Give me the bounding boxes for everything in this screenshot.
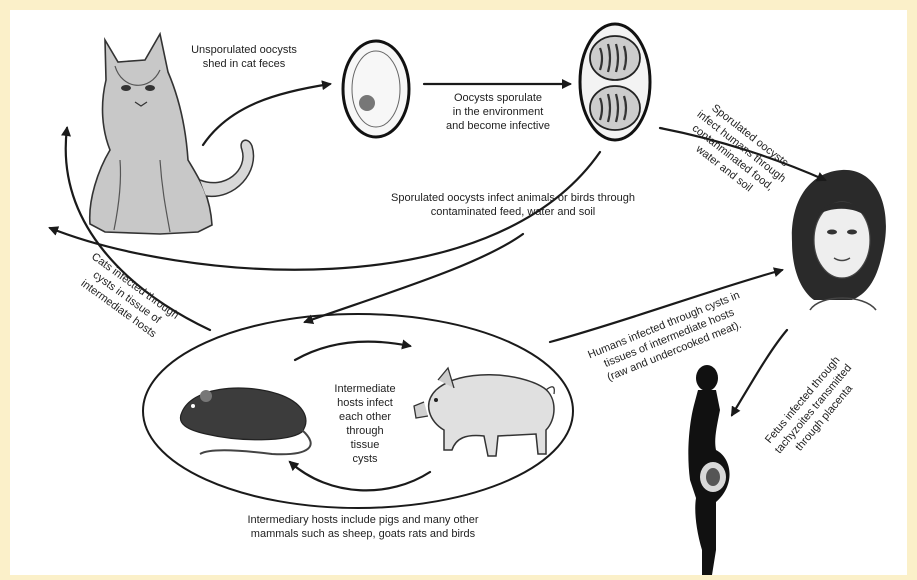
label-line: tachyzoites transmitted	[773, 362, 855, 456]
label-line: hosts infect	[337, 397, 393, 409]
arrow-oocyst-to-intermediate-hosts	[305, 234, 523, 322]
woman-illustration	[792, 170, 886, 310]
arrow-intermediate-to-human	[550, 270, 782, 342]
arrow-cat-to-oocyst	[203, 84, 330, 145]
pregnant-woman-silhouette	[688, 365, 729, 575]
humans-oocyst-infection-label: Sporulated oocysts infect humans through…	[677, 97, 796, 207]
label-line: Unsporulated oocysts	[191, 44, 297, 56]
label-line: shed in cat feces	[203, 58, 286, 70]
cats-infected-label: Cats infected through cysts in tissue of…	[73, 251, 181, 345]
pig-illustration	[414, 368, 554, 456]
label-line: Intermediate	[334, 383, 395, 395]
label-line: and become infective	[446, 120, 550, 132]
label-line: Sporulated oocysts infect animals or bir…	[391, 192, 635, 204]
humans-cyst-infection-label: Humans infected through cysts in tissues…	[586, 289, 752, 387]
toxoplasma-life-cycle-diagram: Unsporulated oocysts shed in cat feces O…	[10, 10, 907, 575]
unsporulated-oocysts-label: Unsporulated oocysts shed in cat feces	[191, 44, 297, 70]
unsporulated-oocyst	[343, 41, 409, 137]
label-line: mammals such as sheep, goats rats and bi…	[251, 528, 476, 540]
rat-illustration	[180, 388, 310, 454]
label-line: in the environment	[453, 106, 544, 118]
label-line: Oocysts sporulate	[454, 92, 542, 104]
arrow-pig-to-rat	[290, 462, 430, 490]
label-line: contaminated feed, water and soil	[431, 206, 596, 218]
fetus-infection-label: Fetus infected through tachyzoites trans…	[762, 353, 865, 465]
animals-birds-infection-label: Sporulated oocysts infect animals or bir…	[391, 192, 635, 218]
intermediate-hosts-label: Intermediate hosts infect each other thr…	[334, 383, 395, 465]
label-line: Intermediary hosts include pigs and many…	[247, 514, 478, 526]
arrow-human-to-fetus	[732, 330, 787, 415]
label-line: cysts	[352, 453, 378, 465]
arrow-rat-to-pig	[295, 342, 410, 360]
label-line: through	[346, 425, 383, 437]
sporulated-oocyst	[580, 24, 650, 140]
label-line: each other	[339, 411, 391, 423]
oocysts-sporulate-label: Oocysts sporulate in the environment and…	[446, 92, 550, 132]
intermediary-hosts-note: Intermediary hosts include pigs and many…	[247, 514, 478, 540]
diagram-frame: Unsporulated oocysts shed in cat feces O…	[10, 10, 907, 575]
label-line: tissue	[351, 439, 380, 451]
